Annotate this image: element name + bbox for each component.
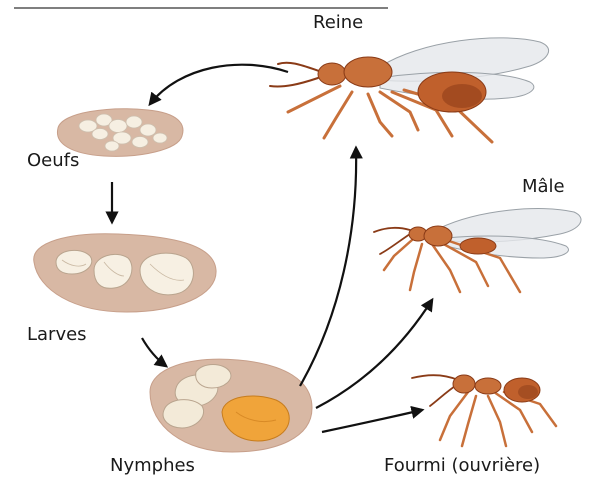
worker-head bbox=[453, 375, 475, 393]
worker-antennae bbox=[412, 375, 458, 406]
arrow-pupae-to-male bbox=[316, 300, 432, 408]
worker-thorax bbox=[475, 378, 501, 394]
queen-ant-illustration bbox=[270, 38, 549, 142]
queen-label: Reine bbox=[313, 12, 363, 33]
queen-antennae bbox=[270, 63, 322, 87]
worker-abdomen-dark bbox=[518, 385, 538, 399]
pupae-illustration bbox=[150, 359, 312, 452]
male-thorax bbox=[424, 226, 452, 246]
queen-thorax bbox=[344, 57, 392, 87]
queen-head bbox=[318, 63, 346, 85]
worker-legs bbox=[440, 392, 556, 446]
male-abdomen bbox=[460, 238, 496, 254]
larvae-illustration bbox=[34, 234, 216, 312]
eggs-label: Oeufs bbox=[27, 150, 79, 171]
male-antennae bbox=[374, 228, 410, 254]
arrow-pupae-to-worker bbox=[322, 410, 422, 432]
arrow-queen-to-eggs bbox=[150, 65, 288, 104]
worker-label: Fourmi (ouvrière) bbox=[384, 455, 540, 476]
pupae-label: Nymphes bbox=[110, 455, 195, 476]
male-label: Mâle bbox=[522, 176, 565, 197]
worker-ant-illustration bbox=[412, 375, 556, 446]
arrow-pupae-to-queen bbox=[300, 148, 356, 386]
male-ant-illustration bbox=[374, 209, 581, 292]
arrow-larvae-to-pupae bbox=[142, 338, 166, 366]
queen-abdomen-dark bbox=[442, 84, 482, 108]
larvae-label: Larves bbox=[27, 324, 87, 345]
